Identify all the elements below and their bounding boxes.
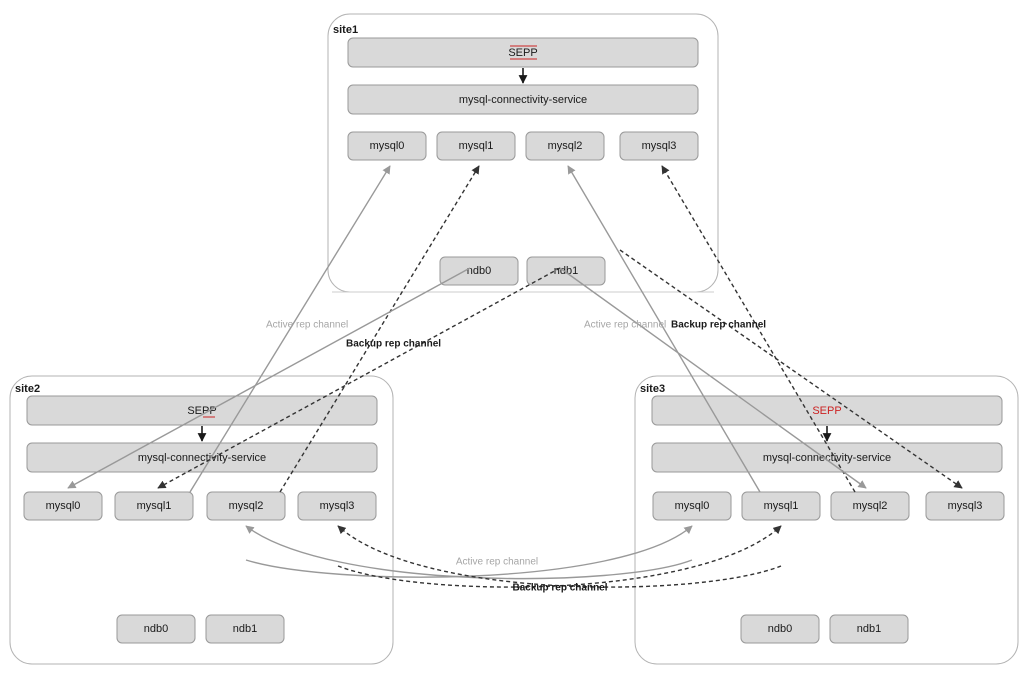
link-site1-to-site2-mysql0-active [67,267,471,489]
site2-sepp-box[interactable] [26,395,378,426]
site3-mysql3-label: mysql3 [948,500,983,512]
site1-mysql0-label: mysql0 [370,140,405,152]
channel-label-bottom-backup: Backup rep channel [512,583,607,594]
site2-mysql2-label: mysql2 [229,500,264,512]
site1-mysql0-box[interactable] [347,131,427,161]
site3-ndb0-label: ndb0 [768,623,792,635]
site1-ndb0-label: ndb0 [467,265,491,277]
site2-ndb1-label: ndb1 [233,623,257,635]
site3-sepp-label: SEPP [812,405,841,417]
site3-mysql1-box[interactable] [741,491,821,521]
link-site2-to-site1-mysql1-backup [279,165,480,493]
site2-service-label: mysql-connectivity-service [138,452,266,464]
site3-ndb1-box[interactable] [829,614,909,644]
site2-mysql3-box[interactable] [297,491,377,521]
link-site1-to-site2-mysql1-backup [157,267,561,489]
link-site2-to-site3-mysql0-active [245,525,693,578]
cross-site-links [67,165,963,588]
channel-label-right-active: Active rep channel [584,320,666,331]
site3-sepp-box[interactable] [651,395,1003,426]
link-site3-to-site2-mysql2-active [245,525,693,580]
site1-sepp-label: SEPP [508,47,537,59]
site3-mysql0-box[interactable] [652,491,732,521]
link-site3-to-site2-mysql3-backup [337,525,782,588]
site3-mysql2-box[interactable] [830,491,910,521]
site3-ndb1-label: ndb1 [857,623,881,635]
site1-mysql1-box[interactable] [436,131,516,161]
site2-mysql1-label: mysql1 [137,500,172,512]
site1-mysql2-box[interactable] [525,131,605,161]
site3-mysql3-box[interactable] [925,491,1005,521]
site2-ndb0-label: ndb0 [144,623,168,635]
site2-mysql0-box[interactable] [23,491,103,521]
site3-ndb0-box[interactable] [740,614,820,644]
site1-service-box[interactable] [347,84,699,115]
link-site3-to-site1-mysql2-active [567,165,761,493]
site1-service-label: mysql-connectivity-service [459,94,587,106]
site1-mysql3-label: mysql3 [642,140,677,152]
site2-mysql3-label: mysql3 [320,500,355,512]
channel-label-left-backup: Backup rep channel [346,339,441,350]
site2-group: site2 SEPP mysql-connectivity-service my… [9,375,394,665]
site3-mysql2-label: mysql2 [853,500,888,512]
site1-ndb1-label: ndb1 [554,265,578,277]
channel-label-left-active: Active rep channel [266,320,348,331]
site1-ndb0-box[interactable] [439,256,519,286]
site1-mysql2-label: mysql2 [548,140,583,152]
site2-mysql0-label: mysql0 [46,500,81,512]
link-site2-to-site1-mysql0-active [189,165,391,493]
link-site2-to-site3-mysql1-backup [337,525,782,588]
site3-mysql1-label: mysql1 [764,500,799,512]
site2-ndb1-box[interactable] [205,614,285,644]
site2-label: site2 [15,383,40,395]
site1-sepp-box[interactable] [347,37,699,68]
site3-group: site3 SEPP mysql-connectivity-service my… [634,375,1019,665]
site1-mysql3-box[interactable] [619,131,699,161]
site2-ndb0-box[interactable] [116,614,196,644]
site3-service-box[interactable] [651,442,1003,473]
channel-label-bottom-active: Active rep channel [456,557,538,568]
channel-label-right-backup: Backup rep channel [671,320,766,331]
channel-labels: Active rep channel Backup rep channel Ac… [266,320,766,594]
site2-sepp-label: SEPP [187,405,216,417]
site3-mysql0-label: mysql0 [675,500,710,512]
site1-label: site1 [333,24,358,36]
link-site1-to-site3-mysql2-active [559,267,867,489]
site2-mysql1-box[interactable] [114,491,194,521]
site3-label: site3 [640,383,665,395]
site3-service-label: mysql-connectivity-service [763,452,891,464]
site2-mysql2-box[interactable] [206,491,286,521]
link-site3-to-site1-mysql3-backup [661,165,856,493]
site1-mysql1-label: mysql1 [459,140,494,152]
site1-group: site1 SEPP mysql-connectivity-service my… [327,13,719,293]
site1-ndb1-box[interactable] [526,256,606,286]
